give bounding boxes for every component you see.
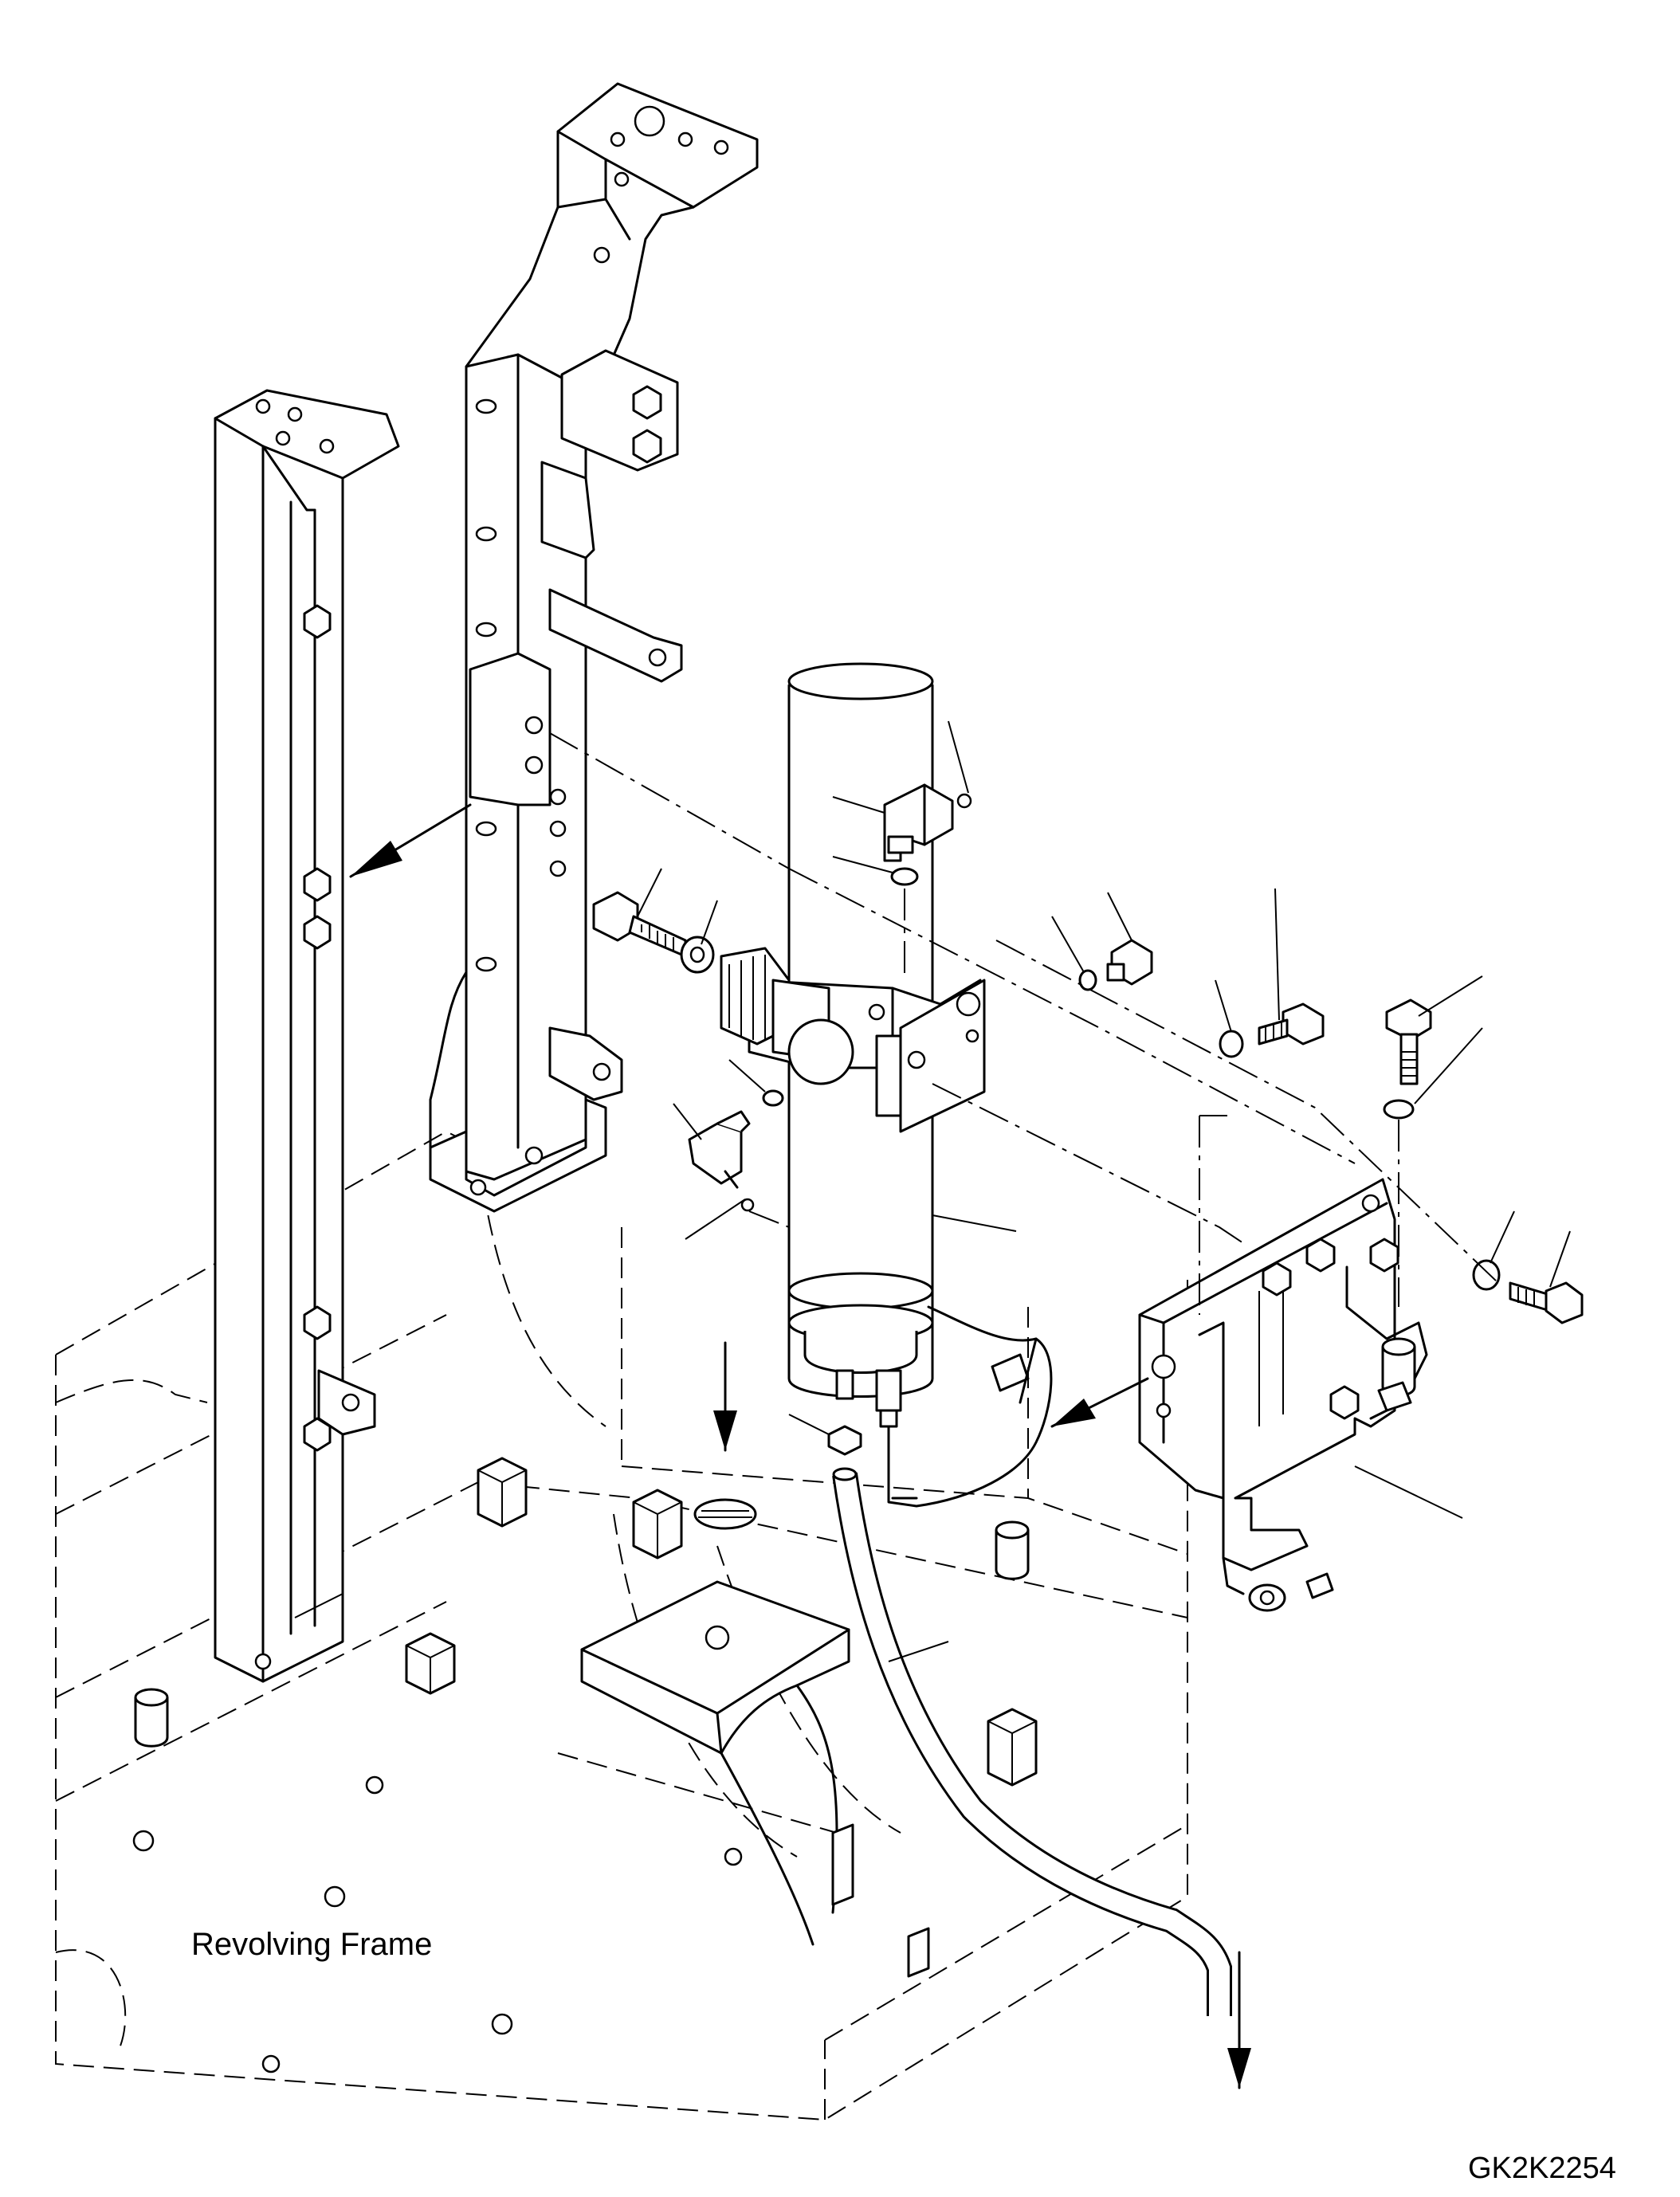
frame-hole bbox=[724, 1847, 743, 1866]
pillar-nut bbox=[303, 1417, 332, 1452]
frame-hole bbox=[365, 1775, 384, 1795]
pillar-nut bbox=[303, 915, 332, 950]
sensor-harness bbox=[887, 1305, 1053, 1508]
bolt-top-right bbox=[1383, 998, 1432, 1120]
water-sensor bbox=[787, 1018, 854, 1085]
bracket-nut bbox=[1329, 1385, 1360, 1420]
pillar-nut bbox=[632, 429, 662, 464]
cab-rear-pillar bbox=[429, 82, 759, 1213]
frame-hole bbox=[491, 2013, 513, 2035]
bracket-nut bbox=[1369, 1238, 1399, 1273]
o-ring bbox=[1078, 969, 1097, 991]
left-bolt bbox=[592, 891, 715, 974]
o-ring bbox=[762, 1089, 784, 1107]
washer bbox=[1472, 1259, 1501, 1291]
elbow-fitting-left bbox=[688, 1089, 784, 1212]
drain-cover bbox=[693, 1498, 757, 1530]
filter-mounting-bracket bbox=[1138, 1178, 1428, 1612]
o-ring bbox=[890, 867, 919, 886]
revolving-frame-label: Revolving Frame bbox=[191, 1927, 433, 1962]
drain-hose bbox=[827, 1425, 1232, 2016]
pillar-nut bbox=[303, 604, 332, 639]
harness-connector bbox=[991, 1353, 1030, 1392]
pillar-nut bbox=[303, 1305, 332, 1340]
frame-hole bbox=[324, 1885, 346, 1908]
assembly-lines bbox=[549, 732, 1499, 1315]
direction-arrows bbox=[349, 803, 1251, 2089]
elbow-fitting-top bbox=[883, 783, 972, 886]
plug-right bbox=[1078, 939, 1153, 991]
bracket-nut bbox=[1305, 1238, 1336, 1273]
pillar-nut bbox=[632, 385, 662, 420]
drawing-number: GK2K2254 bbox=[1468, 2152, 1616, 2185]
frame-hole bbox=[132, 1830, 155, 1852]
cab-front-pillar bbox=[214, 389, 400, 1683]
pillar-nut bbox=[303, 867, 332, 902]
washer bbox=[1383, 1099, 1415, 1120]
bolt-bottom-right bbox=[1472, 1259, 1584, 1324]
bracket-nut bbox=[1262, 1261, 1292, 1297]
frame-blocks bbox=[134, 1457, 1038, 1787]
frame-saddle bbox=[580, 1580, 930, 1978]
washer bbox=[1219, 1030, 1244, 1058]
leader-lines bbox=[637, 720, 1571, 1662]
hose-clamp bbox=[827, 1425, 862, 1456]
fuel-prefilter bbox=[720, 662, 986, 1428]
bolt-mid bbox=[1219, 1002, 1325, 1058]
frame-hole bbox=[261, 2054, 281, 2073]
